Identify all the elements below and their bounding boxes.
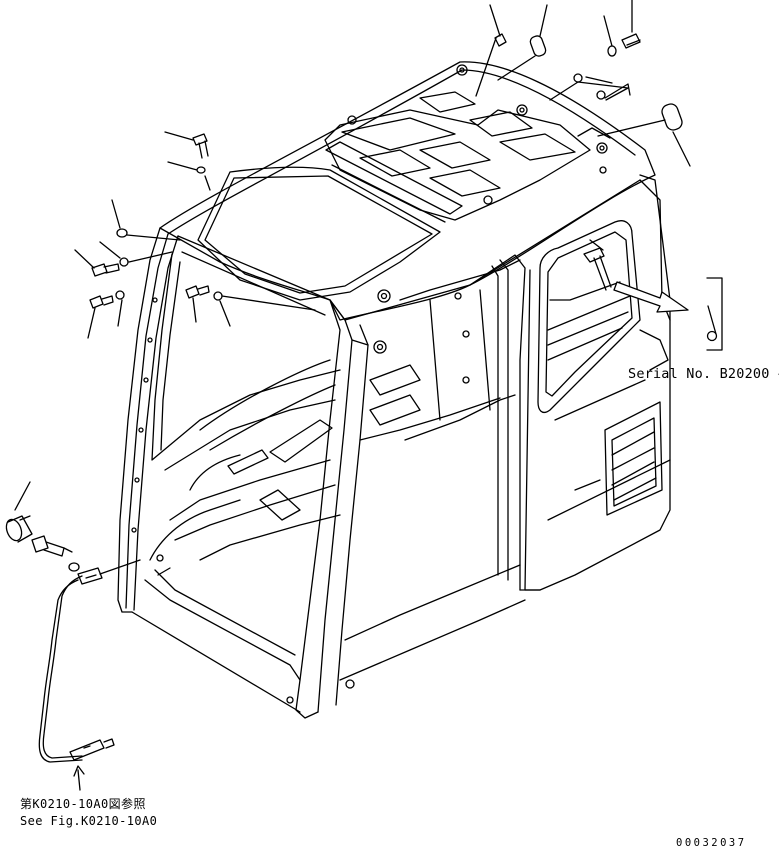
roof-hardware [475, 0, 691, 167]
lower-hardware [5, 481, 141, 791]
windshield-frame [151, 235, 346, 475]
cab-door [469, 174, 671, 591]
serial-variant-callout [583, 239, 723, 351]
cab-rear-wall [339, 259, 526, 689]
figure-reference-jp: 第K0210-10A0図参照 [20, 797, 146, 811]
figure-reference-en: See Fig.K0210-10A0 [20, 814, 158, 828]
left-hardware [74, 131, 316, 339]
cab-floor-frame [131, 454, 341, 713]
front-right-pillar [295, 289, 391, 719]
left-pillar [117, 227, 179, 613]
cab-roof [159, 61, 656, 321]
serial-number-label: Serial No. B20200 ~ [628, 366, 779, 382]
drawing-code: 00032037 [676, 837, 747, 849]
